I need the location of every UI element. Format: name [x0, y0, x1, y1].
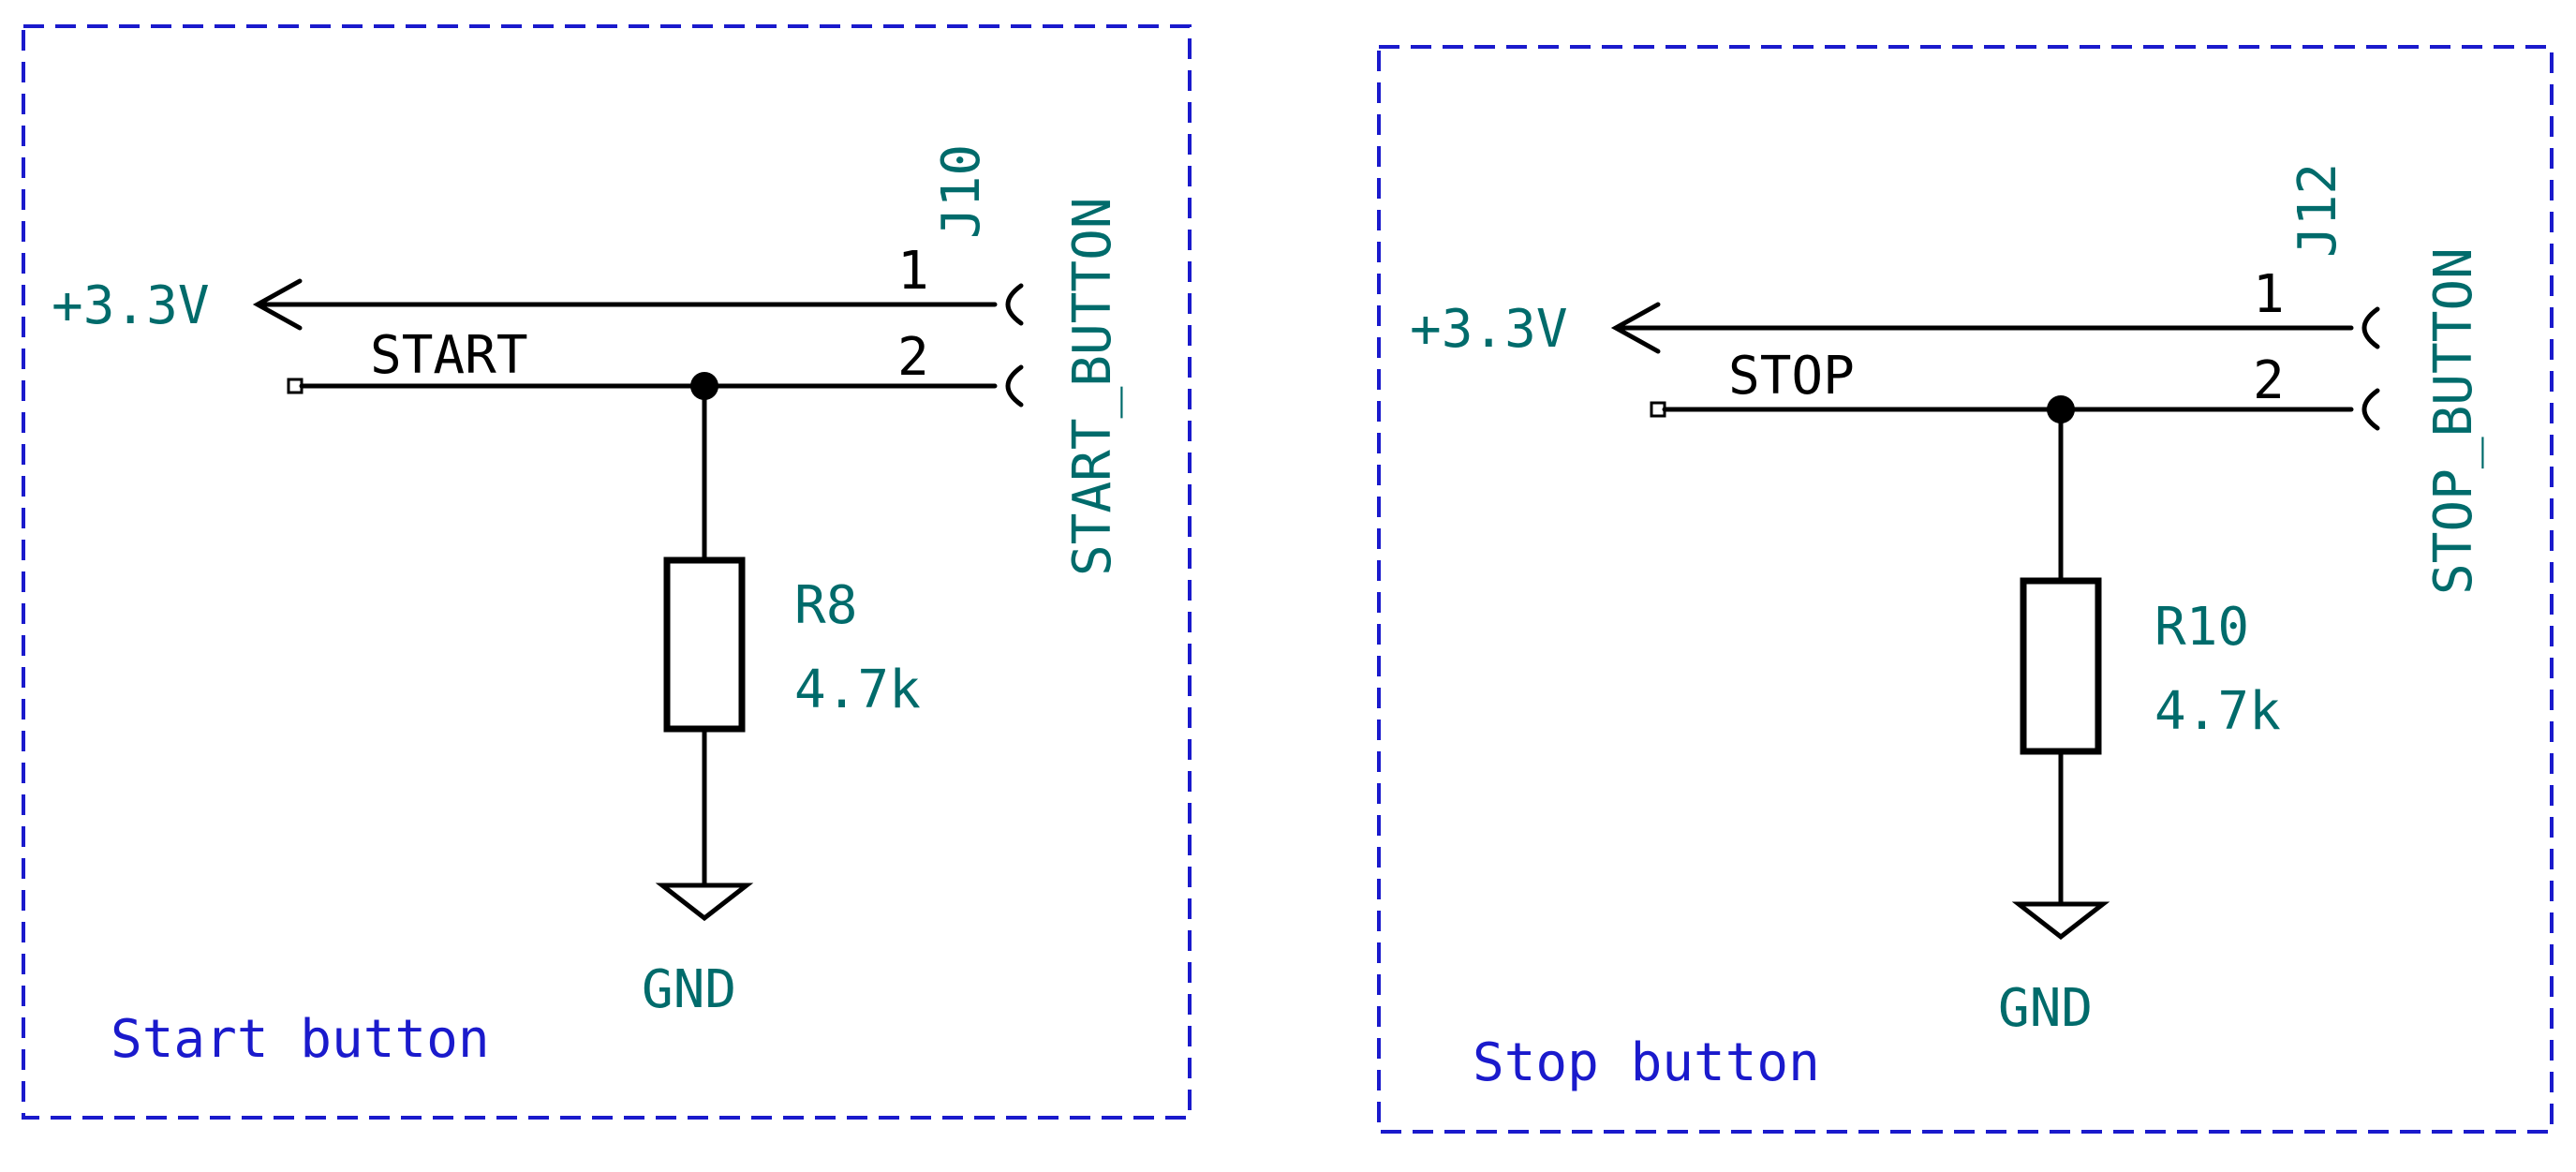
start-pin1-socket-icon — [1005, 283, 1024, 326]
stop-pin1-number: 1 — [2253, 264, 2285, 325]
stop-net-label: STOP — [1728, 346, 1855, 407]
start-pin1-number: 1 — [897, 241, 929, 302]
start-resistor-body-icon — [663, 556, 746, 733]
stop-power-label: +3.3V — [1410, 299, 1568, 360]
start-pin2-number: 2 — [897, 327, 929, 388]
start-connector-value: START_BUTTON — [1062, 197, 1123, 576]
stop-resistor-body-icon — [2020, 577, 2102, 755]
stop-ground-icon — [2011, 901, 2110, 941]
start-block-frame — [22, 24, 1192, 1120]
stop-resistor-ref: R10 — [2154, 597, 2249, 658]
stop-power-arrow-icon — [1610, 302, 1661, 354]
stop-pin1-socket-icon — [2361, 306, 2380, 349]
stop-connector-ref: J12 — [2287, 163, 2348, 258]
start-power-label: +3.3V — [52, 275, 210, 336]
start-power-arrow-icon — [252, 278, 303, 331]
stop-connector-value: STOP_BUTTON — [2423, 247, 2484, 595]
start-button-block: +3.3V 1 START 2 R8 4.7k GND J10 START_BU… — [22, 24, 1192, 1120]
start-block-title: Start button — [111, 1009, 490, 1070]
stop-block-frame — [1377, 45, 2554, 1134]
stop-ground-label: GND — [1998, 978, 2093, 1039]
stop-pin2-number: 2 — [2253, 350, 2285, 411]
start-net-label: START — [370, 325, 528, 386]
start-pin2-socket-icon — [1005, 364, 1024, 408]
stop-resistor-value: 4.7k — [2154, 681, 2281, 742]
start-resistor-value: 4.7k — [794, 660, 921, 720]
start-ground-label: GND — [642, 959, 736, 1020]
stop-button-block: +3.3V 1 STOP 2 R10 4.7k GND J12 STOP_BUT… — [1377, 45, 2554, 1134]
start-ground-icon — [655, 883, 754, 922]
stop-block-title: Stop button — [1473, 1032, 1820, 1093]
stop-pin2-socket-icon — [2361, 388, 2380, 431]
start-resistor-ref: R8 — [794, 575, 857, 636]
start-connector-ref: J10 — [931, 144, 992, 239]
